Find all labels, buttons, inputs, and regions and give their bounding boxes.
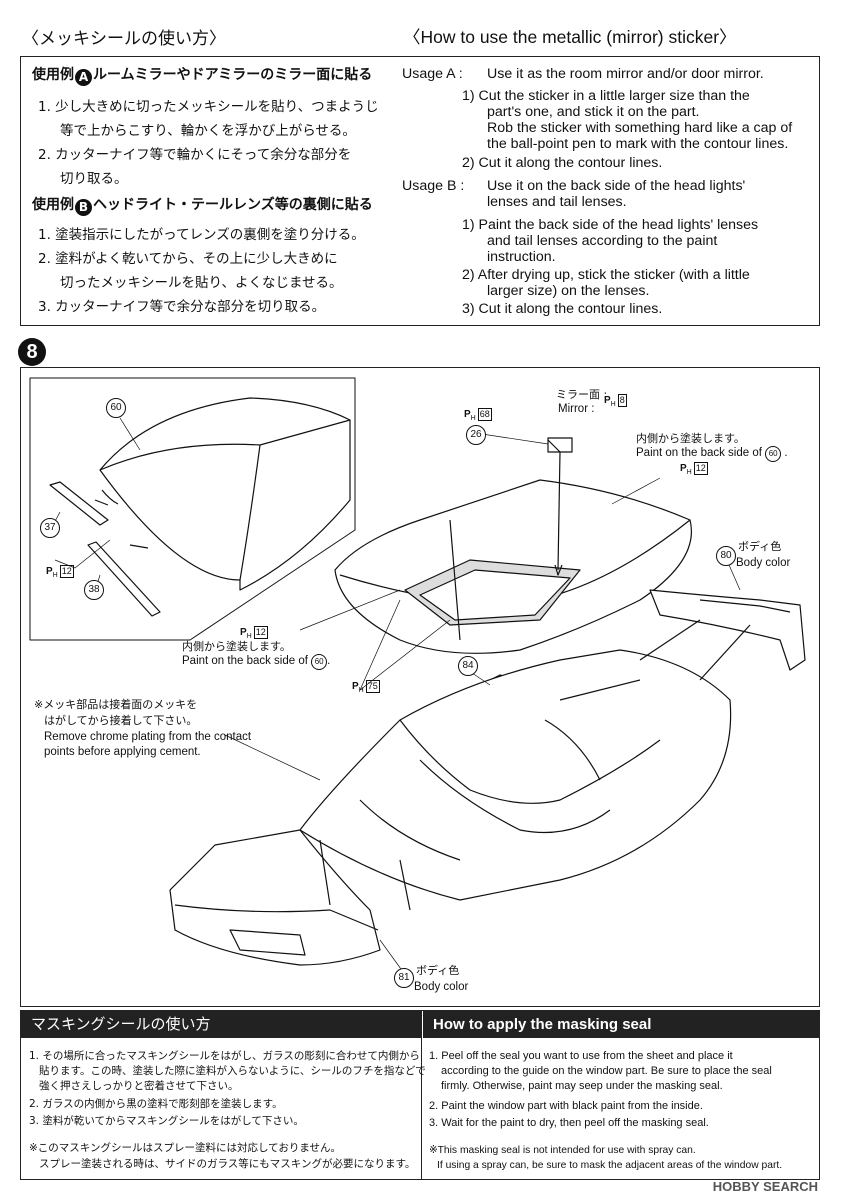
en-b1b: and tail lenses according to the paint xyxy=(487,233,718,249)
mask-en1b: according to the guide on the window par… xyxy=(441,1065,772,1077)
mask-jp4b: スプレー塗装される時は、サイドのガラス等にもマスキングが必要になります。 xyxy=(39,1158,416,1170)
chrome-note-jp1: ※メッキ部品は接着面のメッキを xyxy=(34,698,198,711)
inside-paint-jp-top: 内側から塗装します。 xyxy=(636,432,745,445)
masking-seal-box: マスキングシールの使い方 How to apply the masking se… xyxy=(20,1010,820,1180)
mask-jp2: 2. ガラスの内側から黒の塗料で彫刻部を塗装します。 xyxy=(29,1098,283,1110)
jp-b2: 2. 塗料がよく乾いてから、その上に少し大きめに xyxy=(38,251,338,267)
mask-en4b: If using a spray can, be sure to mask th… xyxy=(437,1160,783,1171)
en-usage-b-text2: lenses and tail lenses. xyxy=(487,194,627,210)
inside-paint-jp-mid: 内側から塗装します。 xyxy=(182,640,291,653)
body-color-jp-80: ボディ色 xyxy=(738,540,782,553)
part-26-label: 26 xyxy=(466,425,486,445)
inside-paint-en-mid: Paint on the back side of 60. xyxy=(182,654,330,670)
jp-b1: 1. 塗装指示にしたがってレンズの裏側を塗り分ける。 xyxy=(38,227,365,243)
part-60-label: 60 xyxy=(106,398,126,418)
mask-en3: 3. Wait for the paint to dry, then peel … xyxy=(429,1117,709,1129)
part-37-label: 37 xyxy=(40,518,60,538)
mask-jp1c: 強く押さえしっかりと密着させて下さい。 xyxy=(39,1080,239,1092)
inside-paint-en-top: Paint on the back side of 60 . xyxy=(636,446,788,462)
en-a1: 1) Cut the sticker in a little larger si… xyxy=(462,88,750,104)
chrome-note-en2: points before applying cement. xyxy=(44,746,201,758)
jp-a2b: 切り取る。 xyxy=(60,171,128,187)
mask-en1c: firmly. Otherwise, paint may seep under … xyxy=(441,1080,723,1092)
mask-jp1b: 貼ります。この時、塗装した際に塗料が入らないように、シールのフチを指などで xyxy=(39,1065,426,1077)
part-84-label: 84 xyxy=(458,656,478,676)
en-a1b: part's one, and stick it on the part. xyxy=(487,104,700,120)
mask-jp4: ※このマスキングシールはスプレー塗料には対応しておりません。 xyxy=(29,1142,342,1154)
chrome-note-jp2: はがしてから接着して下さい。 xyxy=(44,714,198,727)
assembly-diagram-frame xyxy=(20,367,820,1007)
jp-a2: 2. カッターナイフ等で輪かくにそって余分な部分を xyxy=(38,147,352,163)
en-b3: 3) Cut it along the contour lines. xyxy=(462,301,663,317)
en-b2: 2) After drying up, stick the sticker (w… xyxy=(462,267,750,283)
usage-a-badge: A xyxy=(75,69,92,86)
step-number-badge: 8 xyxy=(18,338,46,366)
masking-en-title: How to apply the masking seal xyxy=(423,1011,819,1038)
mirror-part xyxy=(547,437,573,453)
body-color-en-81: Body color xyxy=(414,981,469,993)
part-38-label: 38 xyxy=(84,580,104,600)
sticker-instructions-box xyxy=(20,56,820,326)
inset-panel xyxy=(29,377,356,641)
en-usage-a-label: Usage A : xyxy=(402,66,463,82)
mirror-jp-label: ミラー面 : xyxy=(556,388,608,401)
en-a1d: the ball-point pen to mark with the cont… xyxy=(487,136,789,152)
front-bumper-part xyxy=(169,829,381,966)
en-usage-b-text: Use it on the back side of the head ligh… xyxy=(487,178,746,194)
mirror-en-label: Mirror : xyxy=(558,403,595,415)
en-b1: 1) Paint the back side of the head light… xyxy=(462,217,759,233)
usage-b-badge: B xyxy=(75,199,92,216)
jp-b3: 3. カッターナイフ等で余分な部分を切り取る。 xyxy=(38,299,326,315)
jp-section-title: 〈メッキシールの使い方〉 xyxy=(22,29,226,49)
rear-panel-part xyxy=(649,589,806,671)
masking-jp-title: マスキングシールの使い方 xyxy=(21,1011,421,1038)
en-a2: 2) Cut it along the contour lines. xyxy=(462,155,663,171)
mask-en4: ※This masking seal is not intended for u… xyxy=(429,1145,696,1156)
part-81-label: 81 xyxy=(394,968,414,988)
chrome-note-en1: Remove chrome plating from the contact xyxy=(44,731,252,743)
jp-a1: 1. 少し大きめに切ったメッキシールを貼り、つまようじ xyxy=(38,99,379,115)
jp-a1b: 等で上からこすり、輪かくを浮かび上がらせる。 xyxy=(60,123,356,139)
jp-b2b: 切ったメッキシールを貼り、よくなじませる。 xyxy=(60,275,343,291)
en-usage-a-text: Use it as the room mirror and/or door mi… xyxy=(487,66,764,82)
mask-jp3: 3. 塗料が乾いてからマスキングシールをはがして下さい。 xyxy=(29,1115,304,1127)
masking-divider xyxy=(421,1011,422,1179)
en-b1c: instruction. xyxy=(487,249,556,265)
body-color-jp-81: ボディ色 xyxy=(416,964,460,977)
mask-en2: 2. Paint the window part with black pain… xyxy=(429,1100,703,1112)
en-section-title: 〈How to use the metallic (mirror) sticke… xyxy=(403,27,737,47)
part-80-label: 80 xyxy=(716,546,736,566)
wiper-37 xyxy=(49,481,109,526)
body-color-en-80: Body color xyxy=(736,557,791,569)
wiper-38 xyxy=(87,541,161,617)
windshield-part xyxy=(99,397,351,591)
en-b2b: larger size) on the lenses. xyxy=(487,283,650,299)
en-usage-b-label: Usage B : xyxy=(402,178,465,194)
mask-en1: 1. Peel off the seal you want to use fro… xyxy=(429,1050,733,1062)
en-a1c: Rob the sticker with something hard like… xyxy=(487,120,793,136)
hobby-search-watermark: HOBBY SEARCH xyxy=(712,1179,818,1194)
mask-jp1: 1. その場所に合ったマスキングシールをはがし、ガラスの彫刻に合わせて内側から xyxy=(29,1050,420,1062)
